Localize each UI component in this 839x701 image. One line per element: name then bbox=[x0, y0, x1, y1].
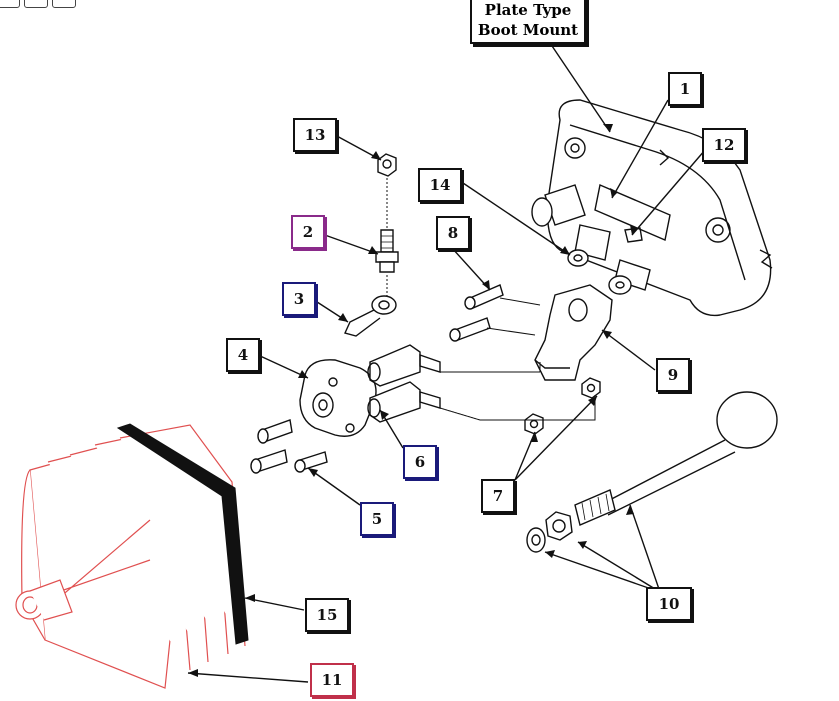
screws-8 bbox=[449, 284, 504, 342]
bracket-9 bbox=[534, 284, 613, 381]
label-line-1: Plate Type bbox=[484, 1, 572, 19]
screws-5 bbox=[250, 419, 328, 474]
nuts-7 bbox=[524, 377, 601, 435]
rotate-icon[interactable] bbox=[52, 0, 76, 8]
viewer-toolbar bbox=[0, 0, 76, 8]
callout-15: 15 bbox=[305, 598, 349, 632]
arrowheads bbox=[188, 124, 638, 677]
rod-ends-6 bbox=[367, 344, 441, 423]
callout-7: 7 bbox=[481, 479, 515, 513]
boot-seal-15 bbox=[116, 423, 249, 645]
callout-12: 12 bbox=[702, 128, 746, 162]
zoom-out-icon[interactable] bbox=[24, 0, 48, 8]
callout-2: 2 bbox=[291, 215, 325, 249]
nut-13 bbox=[377, 153, 397, 177]
callout-5: 5 bbox=[360, 502, 394, 536]
callout-8: 8 bbox=[436, 216, 470, 250]
bolt-2 bbox=[375, 229, 399, 273]
rod-end-3 bbox=[344, 295, 397, 337]
zoom-in-icon[interactable] bbox=[0, 0, 20, 8]
shift-lever-10 bbox=[526, 391, 778, 553]
callout-6: 6 bbox=[403, 445, 437, 479]
callout-3: 3 bbox=[282, 282, 316, 316]
callout-11: 11 bbox=[310, 663, 354, 697]
plate-type-boot-mount-label: Plate Type Boot Mount bbox=[470, 0, 586, 44]
callout-4: 4 bbox=[226, 338, 260, 372]
leader-lines bbox=[187, 39, 706, 683]
callout-1: 1 bbox=[668, 72, 702, 106]
callout-14: 14 bbox=[418, 168, 462, 202]
hub-4 bbox=[299, 359, 377, 437]
callout-10: 10 bbox=[646, 587, 692, 621]
callout-13: 13 bbox=[293, 118, 337, 152]
callout-9: 9 bbox=[656, 358, 690, 392]
rubber-boot-11 bbox=[15, 424, 246, 689]
shifter-mechanism bbox=[531, 184, 671, 295]
label-line-2: Boot Mount bbox=[477, 21, 579, 39]
